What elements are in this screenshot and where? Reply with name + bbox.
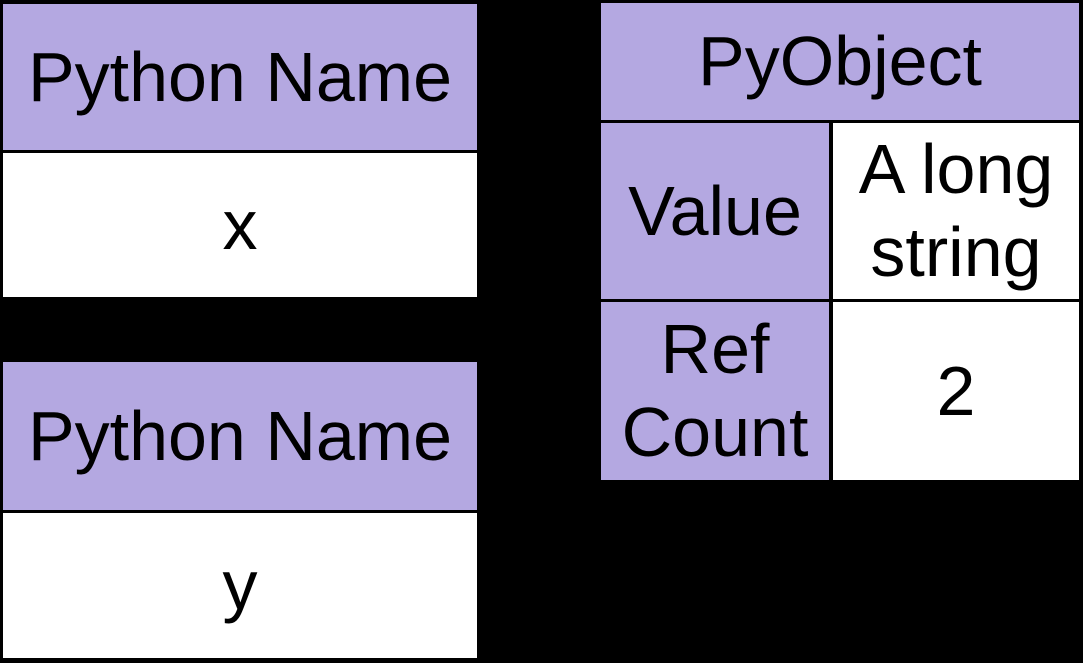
- pyobject-row-refcount-content: 2: [833, 302, 1079, 480]
- python-name-x-header: Python Name: [3, 4, 477, 150]
- python-name-y-header: Python Name: [3, 362, 477, 510]
- pyobject-row-value-label: Value: [601, 123, 829, 299]
- pyobject-title: PyObject: [601, 3, 1079, 120]
- python-name-x-value: x: [3, 153, 477, 297]
- pyobject-row-value-content: A long string: [833, 123, 1079, 299]
- python-name-y-value: y: [3, 513, 477, 658]
- pyobject-row-refcount-label: Ref Count: [601, 302, 829, 480]
